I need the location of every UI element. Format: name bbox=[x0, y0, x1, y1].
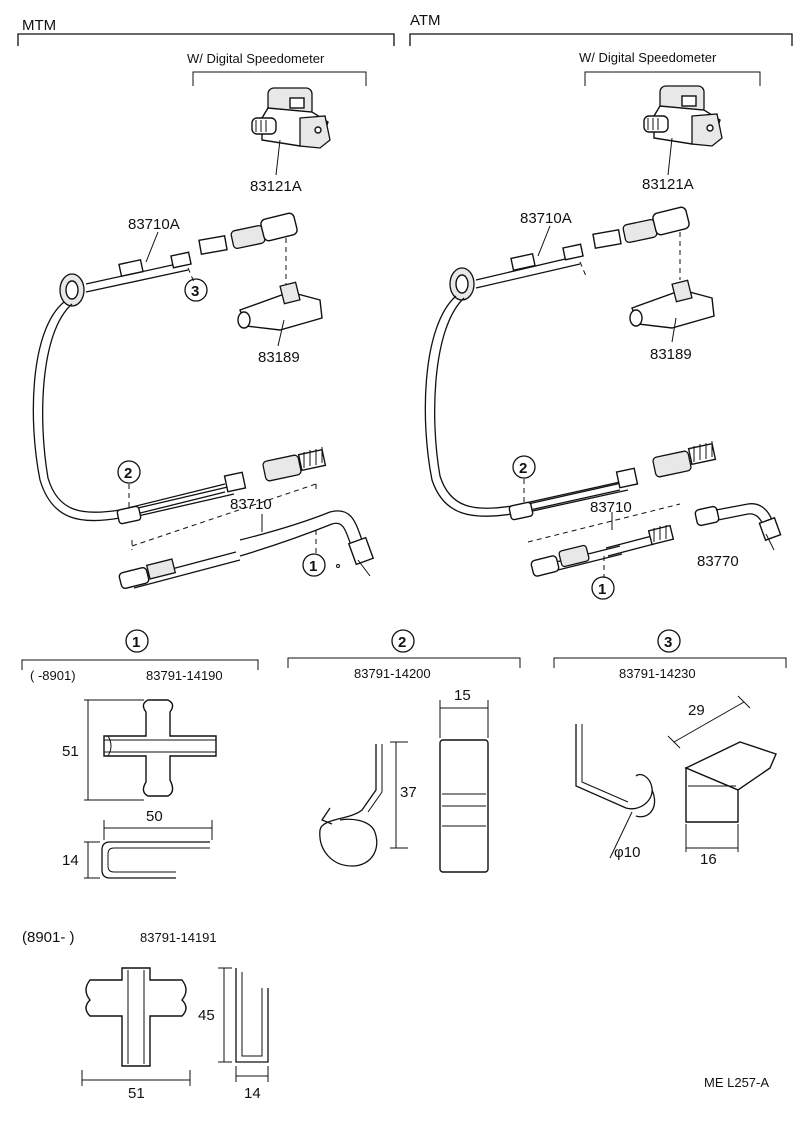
diagram-code: ME L257-A bbox=[704, 1075, 769, 1090]
mtm-lower-cable-part-number: 83710 bbox=[230, 496, 272, 513]
clamp-1-circle-label: 1 bbox=[132, 634, 140, 651]
mtm-speed-sensor-drawing bbox=[251, 87, 331, 176]
mtm-callout-3: 3 bbox=[184, 267, 208, 302]
clamp-3-section: 3 83791-14230 φ10 29 16 bbox=[553, 629, 787, 868]
clamp-1-dim-length: 50 bbox=[146, 808, 163, 825]
mtm-sub-bracket bbox=[192, 71, 367, 86]
atm-subheader: W/ Digital Speedometer bbox=[579, 50, 761, 86]
atm-callout-3 bbox=[579, 261, 587, 277]
atm-sub-bracket bbox=[584, 71, 761, 86]
clamp-1b-range: (8901- ) bbox=[22, 929, 75, 946]
svg-text:2: 2 bbox=[124, 465, 132, 482]
atm-lower-cable-part-number: 83710 bbox=[590, 499, 632, 516]
atm-connector-part-number: 83189 bbox=[650, 346, 692, 363]
clamp-3-circle-label: 3 bbox=[664, 634, 672, 651]
clamp-1-range: ( -8901) bbox=[30, 668, 76, 683]
mtm-upper-cable-part-number: 83710A bbox=[128, 216, 180, 233]
atm-callout-1: 1 bbox=[591, 556, 615, 600]
atm-speed-sensor-drawing bbox=[643, 85, 723, 176]
atm-sub-label: W/ Digital Speedometer bbox=[579, 50, 717, 65]
mtm-callout-2: 2 bbox=[117, 460, 141, 508]
clamp-3-dim-width: 16 bbox=[700, 851, 717, 868]
mtm-sensor-part-number: 83121A bbox=[250, 178, 302, 195]
clamp-1b-dim-height: 45 bbox=[198, 1007, 215, 1024]
clamp-2-part-number: 83791-14200 bbox=[354, 666, 431, 681]
clamp-1b-section: (8901- ) 83791-14191 51 45 14 bbox=[22, 929, 269, 1102]
clamp-2-dim-width: 15 bbox=[454, 687, 471, 704]
clamp-1-section: 1 ( -8901) 83791-14190 51 50 14 bbox=[21, 629, 259, 879]
clamp-2-dim-length: 37 bbox=[400, 784, 417, 801]
clamp-3-part-number: 83791-14230 bbox=[619, 666, 696, 681]
mtm-lower-cable bbox=[116, 447, 375, 590]
clamp-2-circle-label: 2 bbox=[398, 634, 406, 651]
mtm-header: MTM bbox=[17, 17, 395, 46]
atm-adapter-part-number: 83770 bbox=[697, 553, 739, 570]
clamp-3-dim-length: 29 bbox=[688, 702, 705, 719]
clamp-1b-dim-depth: 14 bbox=[244, 1085, 261, 1102]
atm-header: ATM bbox=[409, 12, 793, 46]
mtm-bracket bbox=[17, 33, 395, 46]
clamp-2-section: 2 83791-14200 37 15 bbox=[287, 629, 521, 873]
clamp-3-dim-diameter: φ10 bbox=[614, 844, 640, 861]
svg-text:3: 3 bbox=[191, 283, 199, 300]
atm-lower-cable bbox=[508, 441, 717, 577]
atm-label: ATM bbox=[410, 12, 441, 29]
clamp-1b-dim-width: 51 bbox=[128, 1085, 145, 1102]
atm-bracket bbox=[409, 33, 793, 46]
atm-callout-2: 2 bbox=[512, 455, 536, 504]
clamp-1-dim-depth: 14 bbox=[62, 852, 79, 869]
svg-text:1: 1 bbox=[598, 581, 606, 598]
mtm-cable-assembly bbox=[32, 212, 323, 522]
atm-adapter-drawing bbox=[694, 503, 782, 551]
mtm-label: MTM bbox=[22, 17, 56, 34]
atm-upper-cable-part-number: 83710A bbox=[520, 210, 572, 227]
mtm-callout-1: 1 bbox=[302, 530, 326, 577]
svg-text:1: 1 bbox=[309, 558, 317, 575]
mtm-connector-part-number: 83189 bbox=[258, 349, 300, 366]
atm-cable-assembly bbox=[424, 206, 715, 517]
svg-text:2: 2 bbox=[519, 460, 527, 477]
clamp-1-part-number: 83791-14190 bbox=[146, 668, 223, 683]
clamp-1b-part-number: 83791-14191 bbox=[140, 930, 217, 945]
clamp-1-dim-height: 51 bbox=[62, 743, 79, 760]
atm-sensor-part-number: 83121A bbox=[642, 176, 694, 193]
mtm-sub-label: W/ Digital Speedometer bbox=[187, 51, 325, 66]
mtm-subheader: W/ Digital Speedometer bbox=[187, 51, 367, 86]
